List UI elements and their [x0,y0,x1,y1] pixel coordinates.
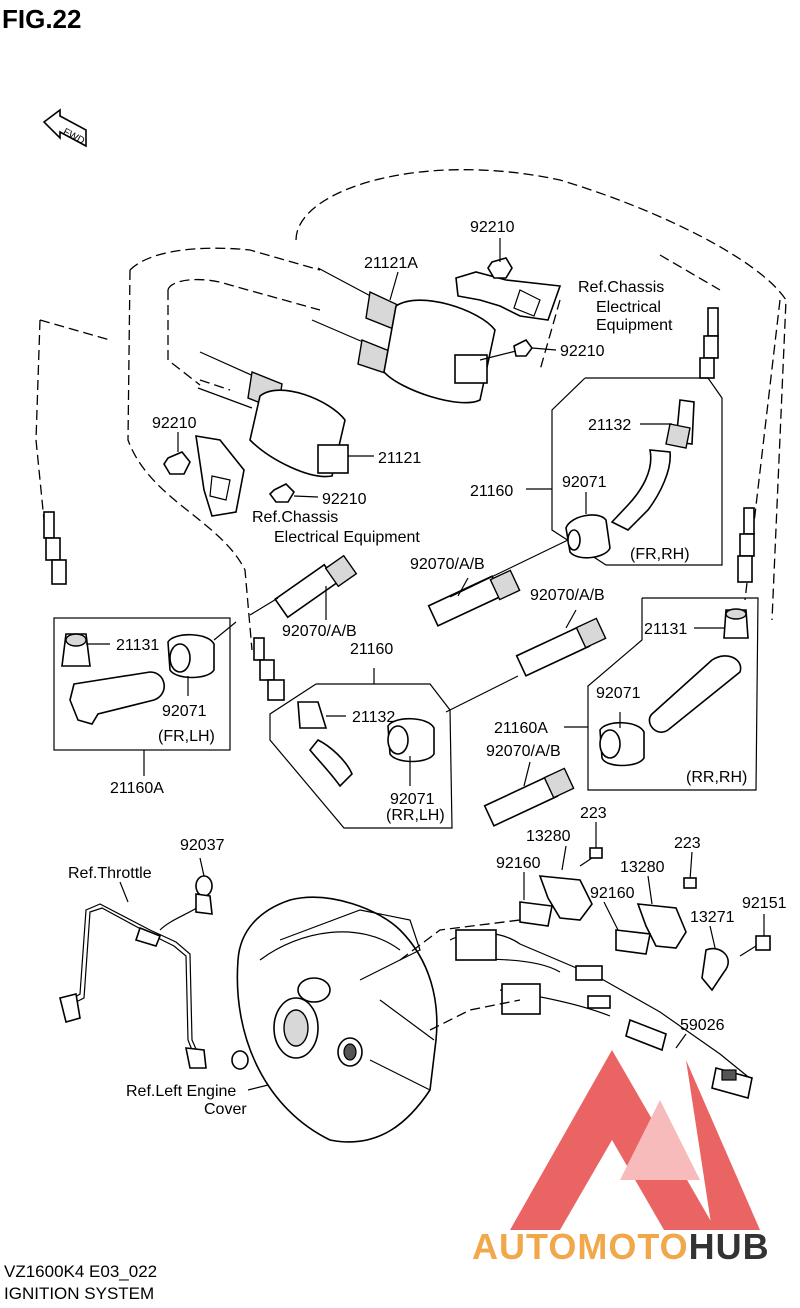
label-21121A: 21121A [364,255,418,272]
plug-cap-21131-left [61,633,91,667]
label-21160A-left: 21160A [110,780,164,797]
clamp-13280-a [538,875,593,921]
spark-plug-92070-2 [427,569,521,627]
footer-name: IGNITION SYSTEM [4,1284,155,1303]
spark-plug-92070-4 [483,767,575,827]
label-92160-b: 92160 [590,885,635,902]
label-21132-mid: 21132 [352,709,395,726]
label-92070-3: 92070/A/B [282,623,357,640]
ignition-coil-21121A [311,267,521,404]
grommet-92071-mid [387,717,435,763]
label-ref-chassis-2a: Ref.Chassis [252,509,338,526]
wire-harness-59026 [449,929,753,1100]
label-21131-right: 21131 [644,621,687,638]
bracket-ref-chassis-top [455,271,562,321]
label-21132-top: 21132 [588,417,631,434]
label-21160-right: 21160 [470,483,513,500]
bolt-223-a [579,847,603,867]
box-21160-mid [269,683,453,829]
clamp-13271 [701,947,730,992]
bolt-92210-right [513,338,533,357]
label-92071-left: 92071 [162,703,207,720]
throttle-cable-92037 [59,875,213,1069]
watermark-part1: AUTOMOTO [472,1226,689,1267]
label-92070-1: 92070/A/B [410,556,485,573]
label-fr-lh: (FR,LH) [158,728,215,745]
bracket-ref-chassis-left [195,435,245,517]
terminal-pin-top-right [699,307,719,379]
label-13280-a: 13280 [526,828,571,845]
label-92210-left: 92210 [152,415,197,432]
leader-lines [86,238,765,1091]
dashed-routing-lines [35,169,787,651]
terminal-pin-right [737,507,755,583]
label-fr-rh: (FR,RH) [630,546,690,563]
left-engine-cover [231,896,521,1143]
footer-code: VZ1600K4 E03_022 [4,1262,158,1281]
label-21131-left: 21131 [116,637,159,654]
label-92037: 92037 [180,837,225,854]
box-21160A-left [53,617,231,751]
terminal-pin-mid [253,637,285,701]
label-59026: 59026 [680,1017,725,1034]
label-ref-chassis-1c: Equipment [596,317,673,334]
label-21160A-right: 21160A [494,720,548,737]
label-ref-chassis-1b: Electrical [596,299,661,316]
label-92210-top: 92210 [470,219,515,236]
bolt-223-b [683,877,697,889]
bolt-92210-mid [268,483,296,503]
plug-cap-boot-left [69,671,165,725]
grommet-92071-fr [565,514,611,559]
label-92071-right: 92071 [596,685,641,702]
clamp-92160-b [615,929,651,955]
bolt-92151 [739,935,771,957]
label-rr-lh: (RR,LH) [386,807,445,824]
label-ref-throttle: Ref.Throttle [68,865,152,882]
label-92210-right: 92210 [560,343,605,360]
label-13271: 13271 [690,909,735,926]
label-21121: 21121 [378,450,421,467]
label-rr-rh: (RR,RH) [686,769,747,786]
label-ref-cover-b: Cover [204,1101,247,1118]
label-13280-b: 13280 [620,859,665,876]
label-92071-mid: 92071 [390,791,435,808]
figure-title: FIG.22 [2,4,82,34]
label-92071-fr: 92071 [562,474,607,491]
spark-plug-92070-1 [249,554,358,619]
fwd-arrow-icon: FWD [42,108,87,148]
label-223-a: 223 [580,805,607,822]
clamp-92160-a [519,901,553,927]
label-ref-chassis-2b: Electrical Equipment [274,529,420,546]
ignition-coil-21121 [197,351,349,478]
part-labels: 92210 21121A Ref.Chassis Electrical Equi… [68,219,787,1118]
plug-cap-21131-right [723,608,749,639]
plug-cap-boot-right [648,655,742,733]
spark-plug-92070-3 [515,617,607,677]
label-92151: 92151 [742,895,787,912]
label-223-b: 223 [674,835,701,852]
label-ref-cover-a: Ref.Left Engine [126,1083,236,1100]
box-21160-right [551,377,723,566]
label-21160-mid: 21160 [350,641,393,658]
label-92070-4: 92070/A/B [486,743,561,760]
label-92210-mid: 92210 [322,491,367,508]
bolt-92210-left [163,451,191,475]
label-92070-2: 92070/A/B [530,587,605,604]
watermark-part2: HUB [688,1226,770,1267]
box-21160A-right [587,597,759,791]
label-ref-chassis-1a: Ref.Chassis [578,279,664,296]
grommet-92071-left [167,633,215,679]
plug-cap-21132-mid [297,701,353,788]
clamp-13280-b [636,903,687,949]
watermark-logo-icon [510,1050,760,1230]
terminal-pin-left [43,511,67,585]
plug-cap-21132-top [610,399,695,531]
bolt-92210-top [487,257,513,279]
watermark-text: AUTOMOTOHUB [472,1226,770,1268]
label-92160-a: 92160 [496,855,541,872]
grommet-92071-right [599,721,645,767]
